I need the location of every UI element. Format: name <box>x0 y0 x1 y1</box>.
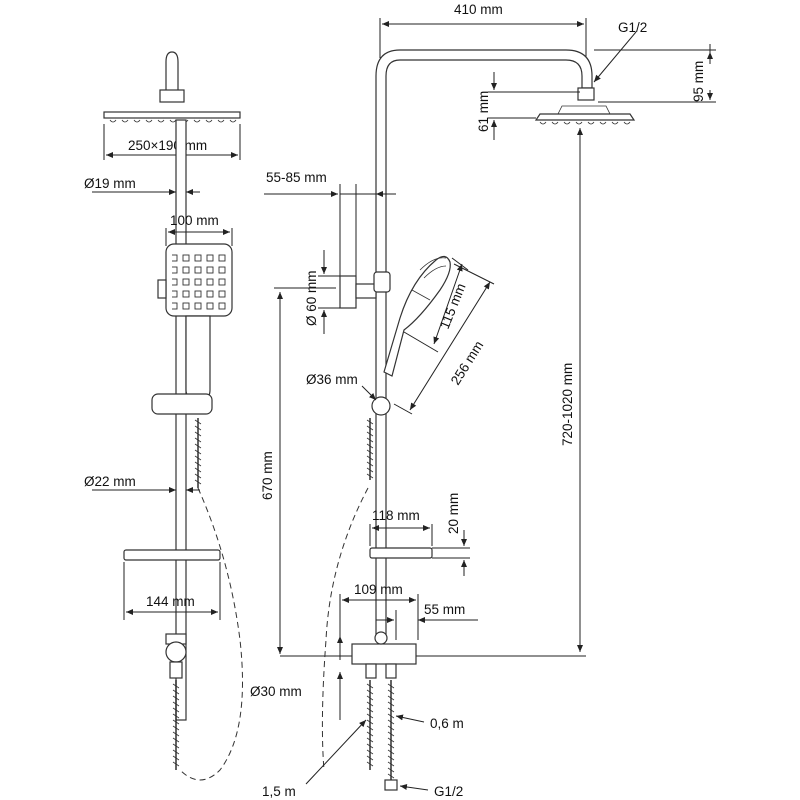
height-670-label: 670 mm <box>260 451 275 500</box>
handshower-button <box>157 279 167 299</box>
pipe-dia-19-label: Ø19 mm <box>84 176 136 191</box>
mixer-side <box>351 643 417 665</box>
drop-95-label: 95 mm <box>691 61 706 102</box>
top-arm <box>165 51 179 90</box>
handshower-width-label: 100 mm <box>170 213 219 228</box>
outlet-left <box>365 663 377 679</box>
rain-head <box>103 111 241 119</box>
slider-dia-36-label: Ø36 mm <box>306 372 358 387</box>
bracket-clamp <box>373 271 391 293</box>
width-410-label: 410 mm <box>454 2 503 17</box>
hose-short-label: 0,6 m <box>430 716 464 731</box>
side-view: 410 mm G1/2 95 mm 61 mm 55-85 mm <box>250 2 716 799</box>
pipe-dia-22-label: Ø22 mm <box>84 474 136 489</box>
shelf-front <box>123 549 221 561</box>
hose-loop-side <box>321 487 369 771</box>
handshower-handle <box>185 315 211 399</box>
outlet-dia-30-label: Ø30 mm <box>250 684 302 699</box>
rain-head-side <box>534 113 636 121</box>
handshower-256-label: 256 mm <box>448 338 487 387</box>
thread-top-label: G1/2 <box>618 20 647 35</box>
wall-bracket <box>339 275 357 309</box>
thread-bottom-label: G1/2 <box>434 784 463 799</box>
outlet-right <box>385 663 397 679</box>
mixer-front <box>165 641 187 663</box>
handshower-nozzles <box>172 250 226 310</box>
shelf-144-label: 144 mm <box>146 594 195 609</box>
mixer-55-label: 55 mm <box>424 602 465 617</box>
hose-long-label: 1,5 m <box>262 784 296 799</box>
height-range-label: 720-1020 mm <box>560 363 575 446</box>
hose-loop-front <box>179 487 243 781</box>
rain-head-nozzles <box>109 119 237 123</box>
wall-offset-label: 55-85 mm <box>266 170 327 185</box>
bracket-dia-60-label: Ø 60 mm <box>304 270 319 326</box>
slider-bracket <box>151 393 213 415</box>
head-size-label: 250×190 mm <box>128 138 207 153</box>
slider-knob <box>371 396 391 416</box>
shelf-20-label: 20 mm <box>446 493 461 534</box>
shelf-side <box>369 547 433 559</box>
front-view: 250×190 mm Ø19 mm 100 mm Ø22 mm 144 mm <box>84 51 243 781</box>
mixer-109-label: 109 mm <box>354 582 403 597</box>
drop-61-label: 61 mm <box>476 91 491 132</box>
main-pipe <box>175 119 187 721</box>
head-connector <box>159 89 185 103</box>
shelf-118-label: 118 mm <box>372 508 420 523</box>
